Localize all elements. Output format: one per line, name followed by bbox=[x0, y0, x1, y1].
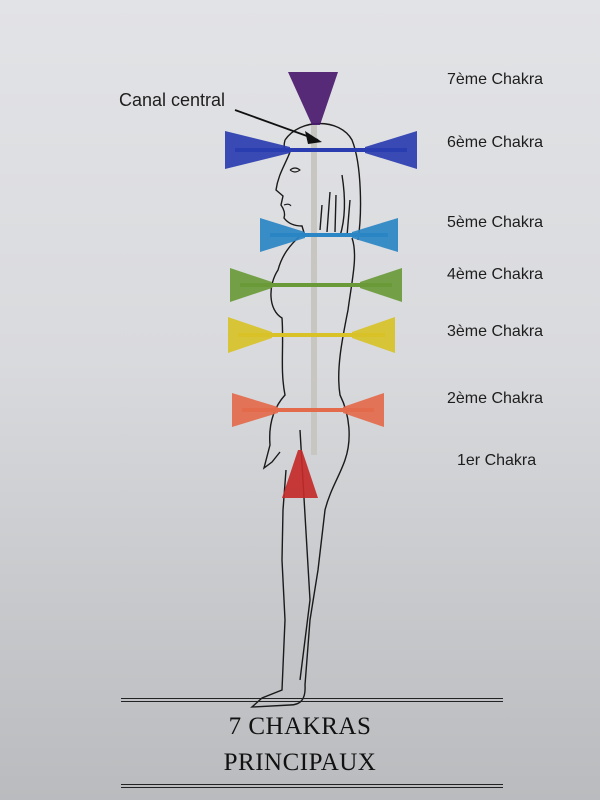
chakra-7-crown-cone bbox=[288, 72, 338, 125]
body-outline bbox=[250, 122, 362, 708]
chakra-4-left-cone bbox=[230, 268, 272, 302]
central-channel bbox=[311, 125, 317, 455]
chakra-3-label: 3ème Chakra bbox=[447, 323, 544, 340]
chakra-6-left-cone bbox=[225, 131, 290, 169]
chakra-2-left-cone bbox=[232, 393, 278, 427]
chakra-4-label: 4ème Chakra bbox=[447, 266, 544, 283]
chakra-6-label: 6ème Chakra bbox=[447, 134, 544, 151]
arrow-line bbox=[234, 109, 319, 141]
chakra-5-left-cone bbox=[260, 218, 305, 252]
chakra-1-label: 1er Chakra bbox=[457, 452, 537, 469]
chakra-4-right-cone bbox=[360, 268, 402, 302]
face-details bbox=[283, 167, 301, 207]
chakra-5-right-cone bbox=[352, 218, 398, 252]
chakra-3-left-cone bbox=[228, 317, 272, 353]
chakra-2-right-cone bbox=[343, 393, 384, 427]
chakra-5-label: 5ème Chakra bbox=[447, 214, 544, 231]
chakra-1-root-cone bbox=[282, 450, 318, 498]
chakra-6-right-cone bbox=[365, 131, 417, 169]
title-line-2: PRINCIPAUX bbox=[223, 749, 377, 776]
arrow-head-icon bbox=[305, 131, 322, 144]
title-line-1: 7 CHAKRAS bbox=[228, 713, 372, 740]
chakra-3-right-cone bbox=[352, 317, 395, 353]
chakra-7-label: 7ème Chakra bbox=[447, 71, 544, 88]
title-top-rule bbox=[121, 698, 503, 702]
canal-central-label: Canal central bbox=[119, 90, 226, 110]
title-bottom-rule bbox=[121, 784, 503, 788]
chakra-2-label: 2ème Chakra bbox=[447, 390, 544, 407]
